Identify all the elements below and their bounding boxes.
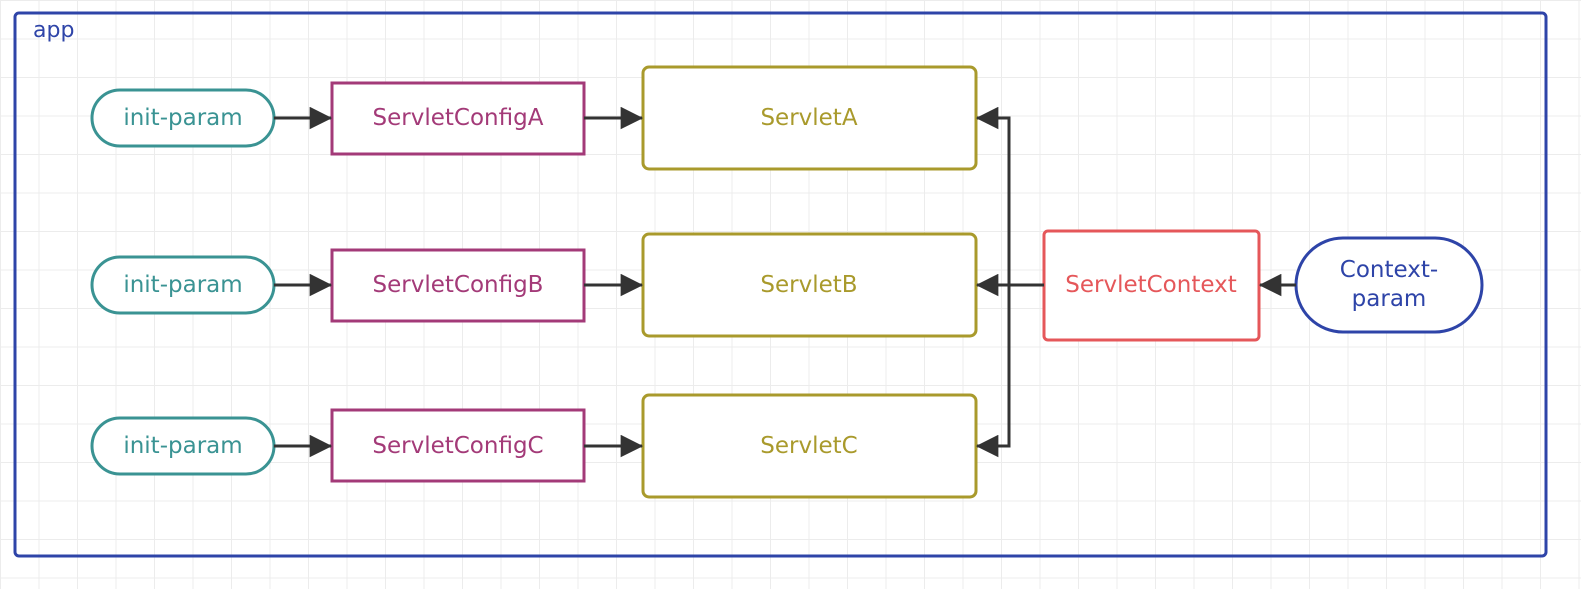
servlet-config-label-c: ServletConfigC bbox=[372, 433, 543, 459]
servlet-config-node-a[interactable] bbox=[330, 81, 586, 156]
init-param-label-b: init-param bbox=[123, 272, 242, 298]
servlet-label-a: ServletA bbox=[760, 105, 857, 131]
row-a: init-param ServletConfigA ServletA bbox=[90, 65, 978, 171]
row-b: init-param ServletConfigB ServletB bbox=[90, 232, 978, 338]
row-c: init-param ServletConfigC ServletC bbox=[90, 393, 978, 499]
init-param-label-c: init-param bbox=[123, 433, 242, 459]
servlet-context-label: ServletContext bbox=[1065, 272, 1236, 298]
context-param-label-line1: Context- bbox=[1340, 257, 1438, 283]
context-param-node[interactable] bbox=[1294, 236, 1484, 334]
servlet-label-b: ServletB bbox=[760, 272, 857, 298]
edge-context-to-servlet-c bbox=[975, 283, 1044, 458]
servlet-config-label-b: ServletConfigB bbox=[373, 272, 544, 298]
init-param-label-a: init-param bbox=[123, 105, 242, 131]
edge-context-to-servlet-a bbox=[975, 106, 1044, 287]
servlet-config-label-a: ServletConfigA bbox=[373, 105, 544, 131]
servlet-config-node-c[interactable] bbox=[330, 408, 586, 483]
app-container[interactable] bbox=[13, 11, 1548, 558]
servlet-label-c: ServletC bbox=[760, 433, 857, 459]
context-param-label-line2: param bbox=[1352, 286, 1427, 312]
app-container-label: app bbox=[33, 18, 74, 43]
